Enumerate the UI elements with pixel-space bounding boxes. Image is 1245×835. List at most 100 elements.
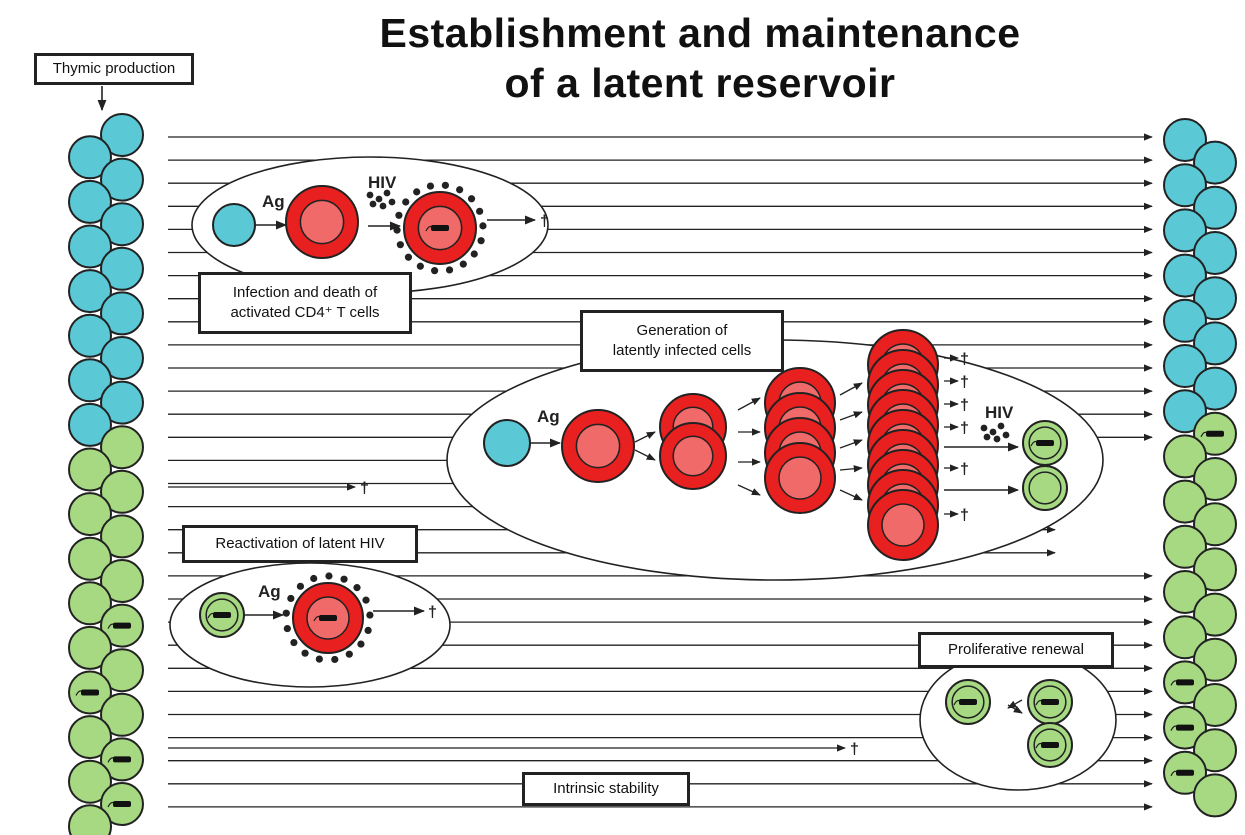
virion: [1002, 431, 1010, 439]
death-dagger-lineage: †: [360, 480, 369, 497]
latent-memory-cell-nucleus: [1028, 426, 1062, 460]
expansion-arrow: [839, 382, 863, 396]
memory-cell: [68, 492, 112, 537]
virion: [404, 253, 413, 261]
intrinsic-stability-label: Intrinsic stability: [553, 780, 659, 797]
generation-latent-label-2: latently infected cells: [612, 342, 752, 359]
memory-cell: [1193, 547, 1237, 592]
naive-cell: [68, 224, 112, 269]
memory-cell: [100, 469, 144, 514]
proliferative-renewal-label: Proliferative renewal: [948, 641, 1084, 658]
memory-cell: [1163, 615, 1207, 660]
diagram-title: Establishment and maintenance of a laten…: [300, 8, 1100, 108]
expansion-arrow: [839, 465, 863, 473]
naive-cell: [100, 246, 144, 291]
provirus-integrated: [1176, 769, 1194, 776]
virion: [459, 260, 467, 268]
virion: [395, 211, 403, 219]
memory-cell: [100, 648, 144, 693]
virion: [331, 655, 339, 664]
expansion-arrow: [839, 411, 863, 421]
antigen-label: Ag: [537, 407, 560, 426]
provirus-integrated: [1176, 724, 1194, 731]
virion: [296, 582, 305, 590]
virion: [287, 594, 295, 603]
provirus-integrated: [1041, 699, 1059, 705]
memory-cell: [1193, 728, 1237, 773]
provirus-integrated: [213, 612, 231, 618]
naive-cell: [100, 157, 144, 202]
virion: [467, 195, 476, 203]
naive-cell: [100, 113, 144, 157]
virion: [357, 640, 365, 648]
panel-cells: [199, 181, 1073, 768]
virion: [325, 572, 333, 580]
provirus-integrated: [431, 225, 449, 231]
provirus-integrated: [1041, 742, 1059, 748]
activated-cell-nucleus: [299, 199, 345, 245]
memory-cell: [1193, 773, 1237, 818]
expansion-arrow: [839, 489, 863, 501]
proliferative-renewal-box: Proliferative renewal: [918, 632, 1114, 668]
memory-cell: [1163, 479, 1207, 524]
title-line-2: of a latent reservoir: [504, 60, 896, 106]
provirus-integrated: [113, 801, 131, 807]
naive-cell: [68, 313, 112, 358]
naive-cell: [1163, 163, 1207, 208]
virion: [345, 650, 353, 658]
death-dagger: †: [960, 351, 969, 368]
infection-death-label-2: activated CD4⁺ T cells: [230, 304, 380, 321]
virion: [980, 424, 988, 432]
activated-cell-nucleus: [575, 423, 621, 469]
virion: [396, 241, 404, 249]
virion: [310, 574, 318, 583]
expansion-arrow: [737, 397, 761, 411]
naive-cell: [1163, 208, 1207, 253]
virion: [476, 207, 484, 215]
virion: [479, 222, 487, 230]
virion: [283, 624, 291, 633]
virion: [393, 226, 401, 234]
expansion-arrow: [737, 484, 761, 496]
latent-memory-cell-nucleus: [1033, 728, 1067, 762]
virion: [431, 267, 439, 275]
virion: [340, 575, 348, 583]
right-cell-column: [1163, 118, 1237, 818]
virion: [416, 262, 424, 270]
memory-cell: [68, 759, 112, 804]
virion: [353, 584, 361, 592]
memory-cell: [100, 559, 144, 603]
latent-memory-cell-nucleus: [205, 598, 239, 632]
naive-cell: [1163, 118, 1207, 162]
memory-cell: [1163, 434, 1207, 479]
virion: [470, 250, 478, 258]
virion: [301, 649, 309, 657]
naive-cell: [483, 419, 531, 467]
reactivation-box: Reactivation of latent HIV: [182, 525, 418, 563]
memory-cell: [68, 447, 112, 492]
death-dagger: †: [960, 397, 969, 414]
virion: [426, 182, 435, 190]
virion: [282, 609, 290, 617]
provirus-integrated: [81, 689, 99, 696]
provirus-integrated: [1036, 440, 1054, 446]
virion: [315, 655, 323, 663]
infection-death-box: Infection and death of activated CD4⁺ T …: [198, 272, 412, 334]
naive-cell: [1163, 298, 1207, 343]
memory-cell: [1193, 502, 1237, 547]
naive-cell: [1193, 140, 1237, 185]
memory-cell: [1193, 592, 1237, 637]
antigen-label: Ag: [262, 192, 285, 211]
provirus-integrated: [319, 615, 337, 621]
memory-cell: [68, 625, 112, 670]
memory-cell: [100, 425, 144, 470]
virion: [290, 638, 298, 647]
death-dagger: †: [960, 507, 969, 524]
naive-cell: [1193, 366, 1237, 411]
provirus-integrated: [1206, 430, 1224, 437]
hiv-label: HIV: [368, 173, 397, 192]
virion: [445, 266, 454, 274]
latent-memory-cell-nucleus: [1028, 471, 1062, 505]
